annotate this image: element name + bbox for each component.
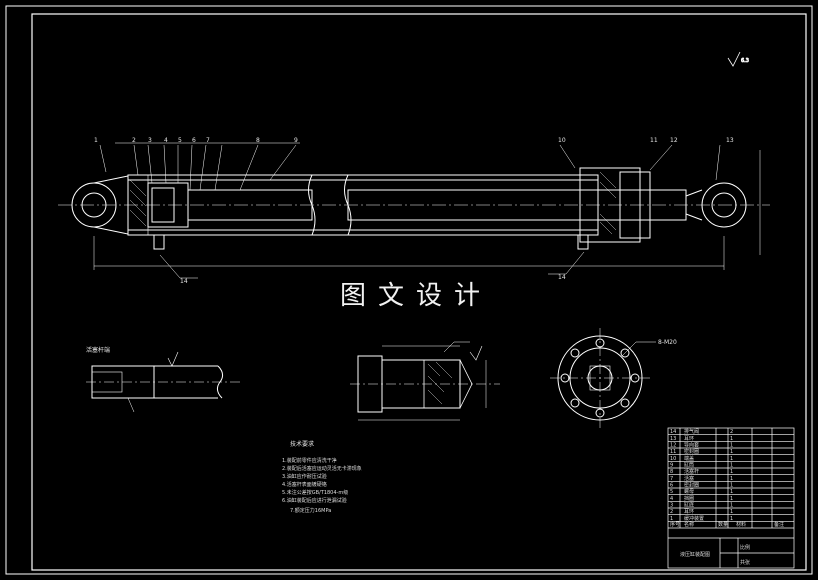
title-block-cell: 1 (730, 509, 733, 515)
cylinder-assembly (58, 142, 770, 279)
inner-frame (31, 13, 807, 571)
title-block-cell: 螺母 (684, 488, 694, 495)
title-block-cell: 缓冲装置 (684, 515, 704, 522)
tech-item: 7.额定压力16MPa (290, 507, 331, 514)
title-block-cell: 1 (730, 483, 733, 489)
surface-finish-symbol: 6.3 (727, 51, 749, 67)
title-block-cell: 2 (670, 509, 673, 515)
flange-view (550, 328, 656, 428)
title-block-cell: 11 (670, 449, 676, 455)
title-block-cell: 1 (730, 456, 733, 462)
part-label: 13 (726, 137, 734, 144)
tech-item: 3.油缸应作耐压试验 (282, 473, 327, 480)
part-label: 7 (206, 137, 210, 144)
part-label: 10 (558, 137, 566, 144)
title-block-cell: 9 (670, 463, 673, 469)
title-block-cell: 缸筒 (684, 462, 694, 469)
part-label: 5 (178, 137, 182, 144)
part-label: 11 (650, 137, 658, 144)
title-block-cell: 6 (670, 483, 673, 489)
title-block-cell: 耳环 (684, 436, 694, 442)
part-label: 4 (164, 137, 168, 144)
title-block-cell: 12 (670, 443, 676, 449)
title-block-header: 数量 (718, 521, 728, 528)
title-block-cell: 1 (730, 516, 733, 522)
part-label: 2 (132, 137, 136, 144)
title-block-cell: 5 (670, 489, 673, 495)
title-block-cell: 导向套 (684, 442, 699, 449)
drawing-name: 液压缸装配图 (680, 551, 710, 558)
title-block-cell: 1 (730, 469, 733, 475)
thread-label: 8-M20 (658, 339, 677, 346)
title-block-cell: 1 (730, 449, 733, 455)
tech-item: 1.装配前零件应清洗干净 (282, 457, 337, 464)
part-label: 8 (256, 137, 260, 144)
title-block-cell: 1 (730, 476, 733, 482)
scale-label: 比例 (740, 544, 750, 551)
title-block-cell: 1 (670, 516, 673, 522)
title-block-cell: 14 (670, 429, 676, 435)
title-block-cell: 1 (730, 463, 733, 469)
part-label: 14 (558, 274, 566, 281)
title-block-cell: 排气阀 (684, 428, 699, 435)
part-label: 6 (192, 137, 196, 144)
title-block-cell: 密封圈 (684, 448, 699, 455)
title-block-cell: 13 (670, 436, 676, 442)
title-block-cell: 活塞 (684, 475, 694, 482)
title-block-cell: 10 (670, 456, 676, 462)
outer-frame (5, 5, 813, 575)
title-block-cell: 3 (670, 503, 673, 509)
title-block-header: 材料 (736, 521, 746, 528)
title-block-header: 备注 (774, 521, 784, 528)
title-block-cell: 1 (730, 496, 733, 502)
title-block-header: 名称 (684, 521, 694, 528)
title-block-cell: 活塞杆 (684, 468, 699, 475)
title-block-header: 序号 (670, 521, 680, 528)
title-block-cell: 挡圈 (684, 495, 694, 502)
part-label: 9 (294, 137, 298, 144)
tech-item: 4.活塞杆表面镀硬铬 (282, 481, 327, 488)
tech-item: 2.装配后活塞应运动灵活无卡滞现象 (282, 465, 362, 472)
part-label: 3 (148, 137, 152, 144)
tech-item: 6.油缸装配后应进行泄漏试验 (282, 497, 347, 504)
svg-text:6.3: 6.3 (741, 58, 749, 64)
title-block-cell: 4 (670, 496, 673, 502)
title-block-cell: 密封圈 (684, 482, 699, 489)
title-block-cell: 7 (670, 476, 673, 482)
title-block-cell: 1 (730, 436, 733, 442)
rod-end-title: 活塞杆端 (86, 346, 110, 354)
part-label: 12 (670, 137, 678, 144)
piston-detail (350, 341, 500, 421)
title-block-cell: 1 (730, 489, 733, 495)
technical-requirements: 技术要求 1.装配前零件应清洗干净 2.装配后活塞应运动灵活无卡滞现象 3.油缸… (282, 440, 362, 514)
watermark: 图文设计 (340, 281, 493, 311)
title-block-cell: 1 (730, 443, 733, 449)
title-block-cell: 2 (730, 429, 733, 435)
part-number-labels: 1 2 3 4 5 6 7 8 9 10 11 12 13 14 14 (94, 137, 734, 285)
title-block-cell: 8 (670, 469, 673, 475)
tech-item: 5.未注公差按GB/T1804-m级 (282, 489, 348, 496)
title-block-cell: 端盖 (684, 455, 694, 462)
title-block-cell: 1 (730, 503, 733, 509)
title-block-cell: 缸底 (684, 502, 694, 509)
title-block (667, 427, 795, 569)
sheet-label: 共张 (740, 559, 750, 566)
part-label: 1 (94, 137, 98, 144)
title-block-cell: 耳环 (684, 509, 694, 515)
tech-title: 技术要求 (290, 440, 314, 448)
part-label: 14 (180, 278, 188, 285)
rod-end-detail (86, 351, 240, 413)
